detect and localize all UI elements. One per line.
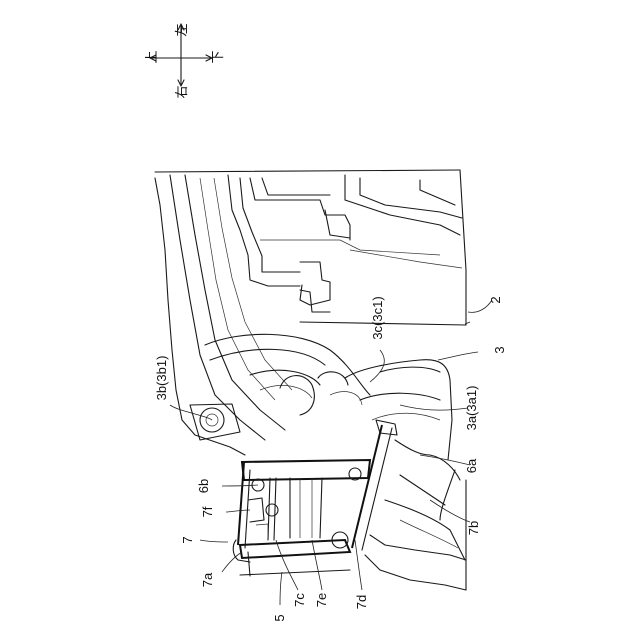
- label-7c: 7c: [292, 593, 307, 607]
- label-5: 5: [272, 614, 287, 621]
- label-7a: 7a: [200, 572, 215, 587]
- label-7b: 7b: [466, 521, 481, 535]
- label-7d: 7d: [354, 595, 369, 609]
- label-7f: 7f: [200, 506, 215, 517]
- label-6a: 6a: [464, 458, 479, 473]
- reference-labels: 2 3 3a(3a1) 3b(3b1) 3c(3c1) 5 6a 6b 7 7a…: [154, 296, 507, 621]
- label-3: 3: [492, 346, 507, 353]
- label-3c: 3c(3c1): [370, 296, 385, 339]
- label-3b: 3b(3b1): [154, 356, 169, 401]
- leader-lines: [170, 300, 492, 605]
- label-2: 2: [488, 296, 503, 303]
- label-6b: 6b: [196, 479, 211, 493]
- compass-down-label: 下: [211, 50, 226, 63]
- direction-compass: 上 下 左 右: [145, 23, 226, 98]
- vehicle-frame-drawing: [155, 170, 466, 590]
- compass-up-label: 上: [145, 50, 160, 63]
- label-3a: 3a(3a1): [464, 386, 479, 431]
- compass-right-label: 右: [175, 85, 190, 98]
- label-7e: 7e: [314, 593, 329, 607]
- compass-left-label: 左: [175, 23, 190, 36]
- label-7: 7: [180, 536, 195, 543]
- bracket-box-7: [233, 460, 370, 576]
